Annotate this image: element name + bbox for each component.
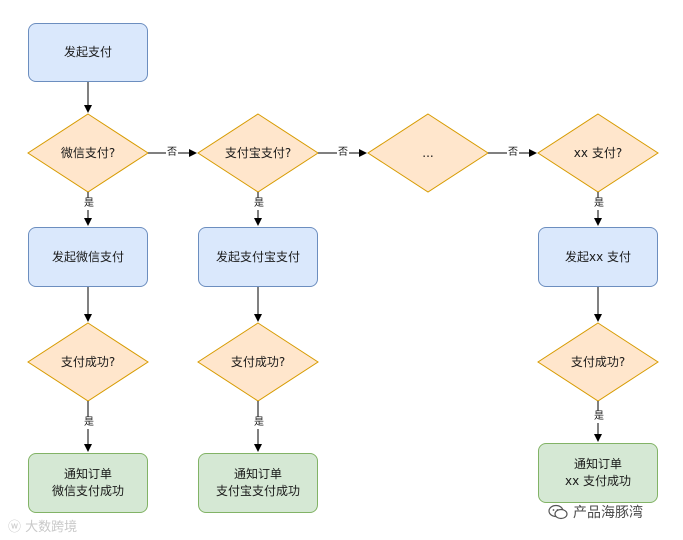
weibo-logo-icon: ⓦ	[8, 520, 22, 535]
watermark-left: ⓦ 大数跨境	[8, 516, 77, 535]
edge-label-yes-2: 是	[253, 198, 265, 210]
decision-shape-ok-alipay	[197, 322, 319, 402]
decision-shape-ok-xx	[537, 322, 659, 402]
decision-shape-alipay	[197, 113, 319, 193]
edge-label-yes-6: 是	[593, 411, 605, 423]
edge-label-yes-3: 是	[593, 198, 605, 210]
node-act-alipay: 发起支付宝支付	[198, 227, 318, 287]
edge-label-yes-5: 是	[253, 417, 265, 429]
edge-label-yes-4: 是	[83, 417, 95, 429]
edge-label-no-1: 否	[166, 147, 178, 159]
wechat-logo-icon	[548, 504, 568, 520]
edge-label-no-2: 否	[337, 147, 349, 159]
node-end-xx: 通知订单 xx 支付成功	[538, 443, 658, 503]
node-start: 发起支付	[28, 23, 148, 82]
edge-label-no-3: 否	[507, 147, 519, 159]
edge-label-yes-1: 是	[83, 198, 95, 210]
watermark-right: 产品海豚湾	[548, 502, 643, 522]
watermark-left-text: 大数跨境	[25, 520, 78, 535]
decision-shape-ok-wechat	[27, 322, 149, 402]
node-act-wechat: 发起微信支付	[28, 227, 148, 287]
decision-shape-more	[367, 113, 489, 193]
decision-shape-xx	[537, 113, 659, 193]
decision-shape-wechat	[27, 113, 149, 193]
node-end-wechat: 通知订单 微信支付成功	[28, 453, 148, 513]
node-end-alipay: 通知订单 支付宝支付成功	[198, 453, 318, 513]
node-act-xx: 发起xx 支付	[538, 227, 658, 287]
watermark-right-text: 产品海豚湾	[573, 505, 643, 521]
